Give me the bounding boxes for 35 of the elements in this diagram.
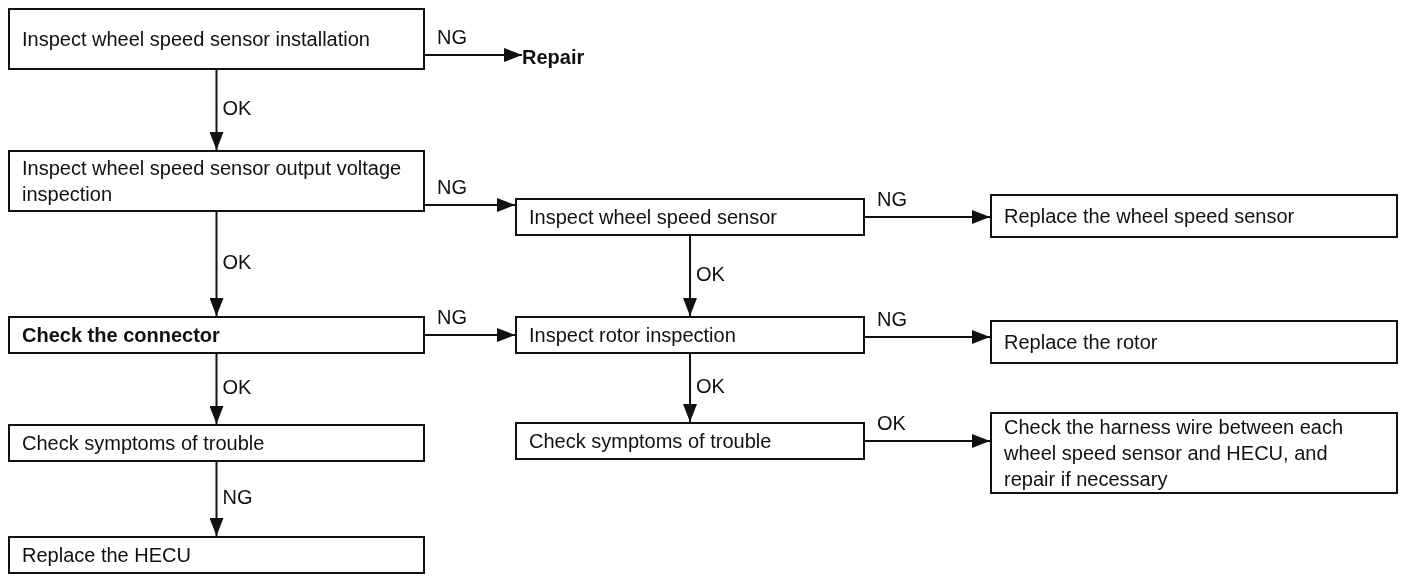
step-text: Check symptoms of trouble [22, 431, 266, 456]
step-text: Check symptoms of trouble [529, 429, 773, 454]
step-box [515, 316, 865, 354]
arrow [209, 353, 224, 425]
arrow [424, 198, 516, 212]
step-text: Check the harness wire between each wheel speed sensor and HECU, and repair if necessary [1004, 415, 1345, 492]
step-box [8, 8, 425, 70]
arrow [683, 353, 697, 423]
step-box [990, 194, 1398, 238]
arrow [683, 235, 697, 317]
step-box [8, 150, 425, 212]
step-text: Inspect rotor inspection [529, 323, 737, 348]
arrow [209, 461, 224, 537]
step-box [8, 316, 425, 354]
arrow [424, 48, 523, 62]
step-text: Inspect wheel speed sensor [529, 205, 778, 230]
step-text: Inspect wheel speed sensor output voltage inspection [22, 156, 403, 207]
step-text: Replace the rotor [1004, 330, 1159, 355]
step-text: Check the connector [22, 323, 221, 348]
step-text: Replace the wheel speed sensor [1004, 204, 1296, 229]
arrow [209, 211, 224, 317]
step-text: Replace the HECU [22, 543, 192, 568]
arrow [424, 328, 516, 342]
step-text: Repair [522, 40, 612, 74]
step-box [8, 424, 425, 462]
arrow [209, 69, 224, 151]
step-text: Inspect wheel speed sensor installation [22, 27, 371, 52]
arrow [864, 330, 991, 344]
step-box [515, 198, 865, 236]
arrow [864, 434, 991, 448]
step-box [990, 412, 1398, 494]
step-box [515, 422, 865, 460]
step-box [990, 320, 1398, 364]
step-box [8, 536, 425, 574]
arrow [864, 210, 991, 224]
